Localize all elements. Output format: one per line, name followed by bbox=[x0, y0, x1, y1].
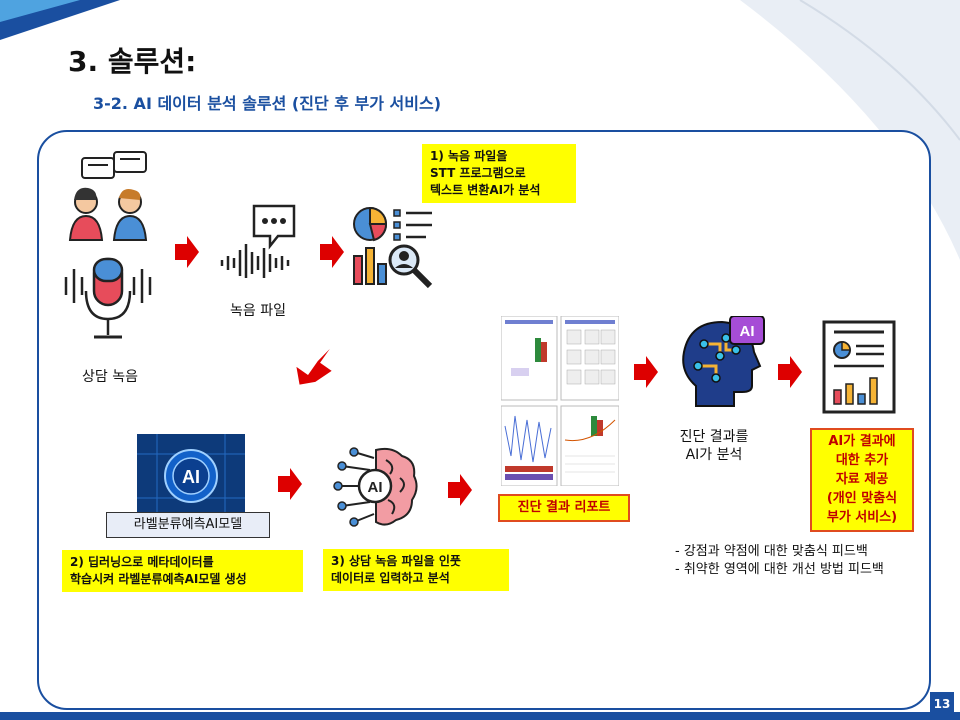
flow-arrow bbox=[448, 474, 472, 506]
page-number: 13 bbox=[930, 692, 954, 716]
flow-arrow bbox=[778, 356, 802, 388]
ai-chip-image: AI bbox=[137, 434, 245, 518]
audio-file-label: 녹음 파일 bbox=[230, 303, 286, 319]
people-chat-icon bbox=[68, 151, 148, 241]
note-stt-analysis: 1) 녹음 파일을 STT 프로그램으로 텍스트 변환AI가 분석 bbox=[422, 144, 576, 203]
diagnosis-analysis-label: 진단 결과를 AI가 분석 bbox=[679, 429, 749, 463]
feedback-bullet-list: - 강점과 약점에 대한 맞춤식 피드백 - 취약한 영역에 대한 개선 방법 … bbox=[675, 543, 884, 579]
diagnosis-report-label: 진단 결과 리포트 bbox=[498, 494, 630, 522]
additional-service-label: AI가 결과에 대한 추가 자료 제공 (개인 맞춤식 부가 서비스) bbox=[810, 428, 914, 532]
ai-brain-icon: AI bbox=[333, 447, 418, 527]
flow-arrow bbox=[634, 356, 658, 388]
slide-subtitle: 3-2. AI 데이터 분석 솔루션 (진단 후 부가 서비스) bbox=[93, 94, 442, 113]
note-stt-analysis-text: 1) 녹음 파일을 STT 프로그램으로 텍스트 변환AI가 분석 bbox=[430, 149, 541, 197]
audio-waveform-icon bbox=[220, 204, 296, 278]
report-document-icon bbox=[822, 320, 896, 414]
data-analytics-icon bbox=[353, 206, 433, 289]
slide-title: 3. 솔루션: bbox=[68, 45, 197, 78]
flow-arrow bbox=[278, 468, 302, 500]
svg-text:AI: AI bbox=[368, 479, 383, 496]
flow-arrow bbox=[175, 236, 199, 268]
diagnosis-report-thumbnail bbox=[500, 315, 620, 487]
feedback-bullet: - 강점과 약점에 대한 맞춤식 피드백 bbox=[675, 544, 868, 559]
ai-model-label: 라벨분류예측AI모델 bbox=[106, 512, 270, 538]
counseling-recording-label: 상담 녹음 bbox=[82, 369, 138, 385]
content-panel bbox=[37, 130, 931, 710]
note-deep-learning-text: 2) 딥러닝으로 메타데이터를 학습시켜 라벨분류예측AI모델 생성 bbox=[70, 555, 247, 586]
note-input-analysis: 3) 상담 녹음 파일을 인풋 데이터로 입력하고 분석 bbox=[323, 549, 509, 591]
note-deep-learning: 2) 딥러닝으로 메타데이터를 학습시켜 라벨분류예측AI모델 생성 bbox=[62, 550, 303, 592]
note-input-analysis-text: 3) 상담 녹음 파일을 인풋 데이터로 입력하고 분석 bbox=[331, 554, 461, 585]
svg-text:AI: AI bbox=[740, 323, 755, 340]
feedback-bullet: - 취약한 영역에 대한 개선 방법 피드백 bbox=[675, 562, 884, 577]
ai-head-icon: AI bbox=[682, 316, 765, 407]
svg-text:AI: AI bbox=[182, 467, 200, 487]
flow-arrow-diagonal bbox=[296, 348, 332, 385]
microphone-icon bbox=[64, 257, 152, 339]
flow-arrow bbox=[320, 236, 344, 268]
